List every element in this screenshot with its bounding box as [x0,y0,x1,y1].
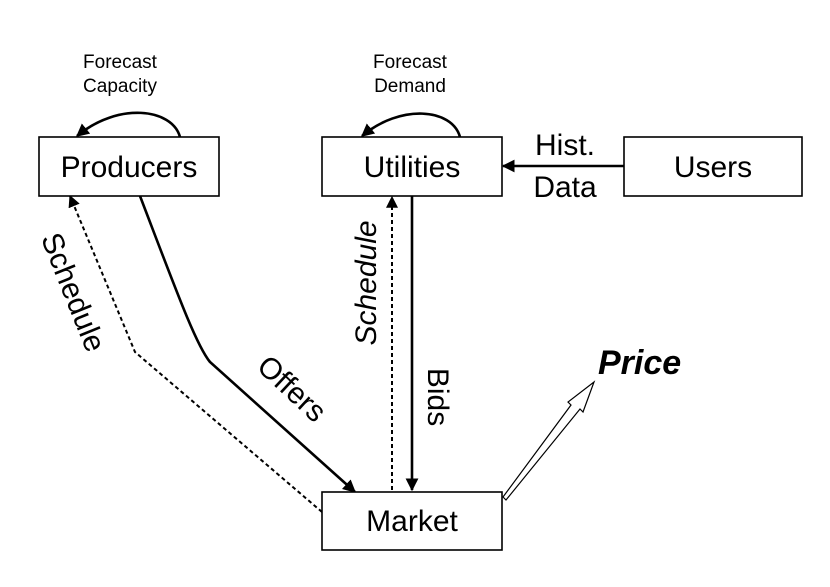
schedule-mid-label: Schedule [350,220,383,345]
producers-node: Producers [38,136,220,197]
hist-data-label-line1: Hist. [535,129,595,162]
forecast-demand-label-line1: Forecast [373,52,448,73]
producers-label: Producers [61,151,198,184]
utilities-label: Utilities [364,151,461,184]
schedule-left-arrow [68,194,323,513]
price-label: Price [598,344,681,382]
forecast-capacity-label-line1: Forecast [83,52,158,73]
users-label: Users [674,151,752,184]
forecast-capacity-label-line2: Capacity [83,76,157,97]
users-node: Users [623,136,803,197]
market-node: Market [321,491,503,551]
offers-label: Offers [251,349,333,428]
price-arrow [502,380,596,501]
forecast-capacity-loop-arrow [75,111,182,138]
bids-label: Bids [421,368,454,426]
forecast-demand-loop-arrow [361,112,462,138]
market-label: Market [366,505,458,538]
utilities-node: Utilities [321,136,503,197]
hist-data-label-line2: Data [533,171,597,204]
schedule-left-label: Schedule [34,228,111,356]
forecast-demand-label-line2: Demand [374,76,446,97]
offers-arrow [138,195,356,493]
